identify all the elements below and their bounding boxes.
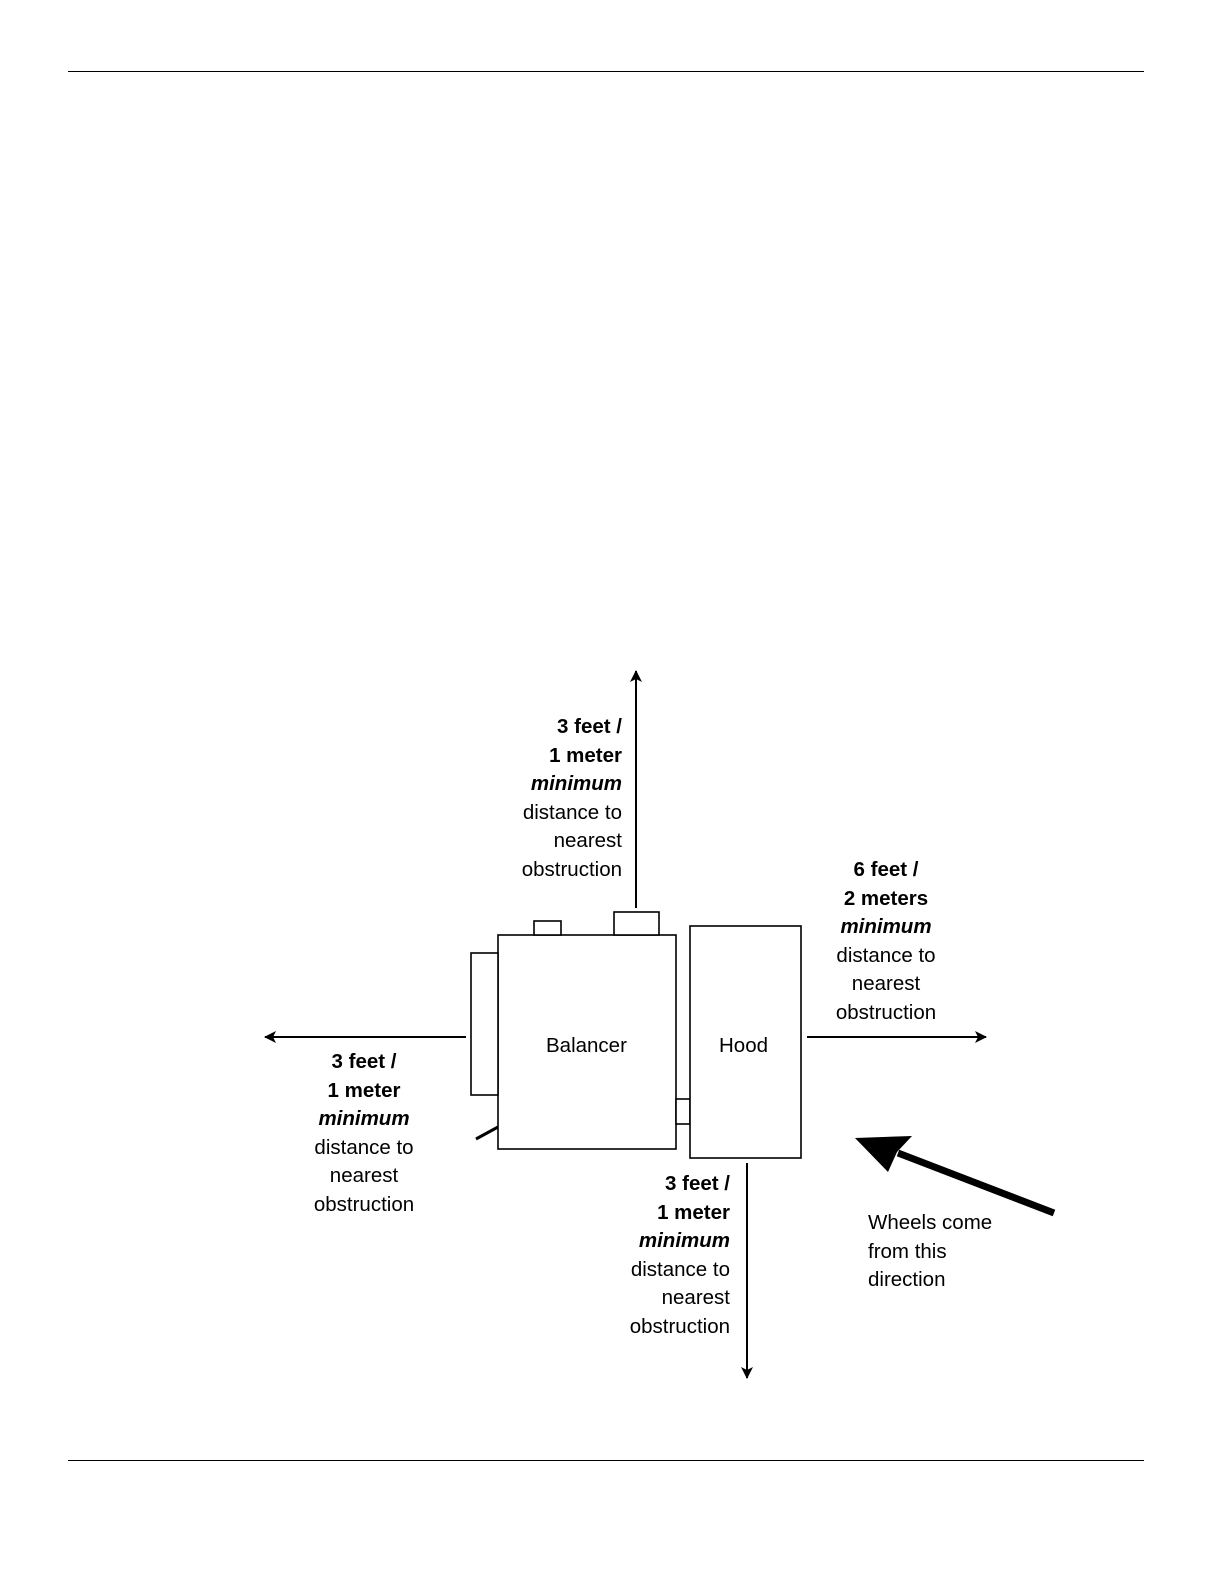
top-clearance-minimum: minimum bbox=[472, 770, 622, 799]
left-clearance-text-2: nearest bbox=[289, 1162, 439, 1191]
top-clearance-distance-imperial: 3 feet / bbox=[472, 713, 622, 742]
right-clearance-text-3: obstruction bbox=[811, 999, 961, 1028]
bottom-clearance-text-2: nearest bbox=[580, 1284, 730, 1313]
left-clearance-minimum: minimum bbox=[289, 1105, 439, 1134]
top-clearance-text-3: obstruction bbox=[472, 856, 622, 885]
balancer-side-panel bbox=[471, 953, 498, 1095]
right-clearance-distance-metric: 2 meters bbox=[811, 885, 961, 914]
left-clearance-label: 3 feet / 1 meter minimum distance to nea… bbox=[289, 1048, 439, 1220]
balancer-hood-connector bbox=[676, 1099, 690, 1124]
right-clearance-text-1: distance to bbox=[811, 942, 961, 971]
right-clearance-label: 6 feet / 2 meters minimum distance to ne… bbox=[811, 856, 961, 1028]
hood-label: Hood bbox=[719, 1034, 768, 1058]
right-clearance-minimum: minimum bbox=[811, 913, 961, 942]
right-clearance-distance-imperial: 6 feet / bbox=[811, 856, 961, 885]
bottom-clearance-minimum: minimum bbox=[580, 1227, 730, 1256]
balancer-top-large-tab bbox=[614, 912, 659, 935]
bottom-clearance-text-1: distance to bbox=[580, 1256, 730, 1285]
wheels-direction-arrow-shaft bbox=[898, 1153, 1054, 1213]
bottom-clearance-text-3: obstruction bbox=[580, 1313, 730, 1342]
top-clearance-label: 3 feet / 1 meter minimum distance to nea… bbox=[472, 713, 622, 885]
left-clearance-distance-imperial: 3 feet / bbox=[289, 1048, 439, 1077]
left-clearance-text-1: distance to bbox=[289, 1134, 439, 1163]
balancer-top-small-tab bbox=[534, 921, 561, 935]
top-clearance-distance-metric: 1 meter bbox=[472, 742, 622, 771]
wheels-direction-note: Wheels come from this direction bbox=[868, 1209, 992, 1295]
right-clearance-text-2: nearest bbox=[811, 970, 961, 999]
bottom-clearance-label: 3 feet / 1 meter minimum distance to nea… bbox=[580, 1170, 730, 1342]
balancer-arm bbox=[476, 1127, 498, 1139]
left-clearance-distance-metric: 1 meter bbox=[289, 1077, 439, 1106]
top-clearance-text-1: distance to bbox=[472, 799, 622, 828]
wheels-note-line-1: Wheels come bbox=[868, 1209, 992, 1238]
bottom-clearance-distance-metric: 1 meter bbox=[580, 1199, 730, 1228]
wheels-note-line-3: direction bbox=[868, 1266, 992, 1295]
top-clearance-text-2: nearest bbox=[472, 827, 622, 856]
wheels-note-line-2: from this bbox=[868, 1238, 992, 1267]
balancer-label: Balancer bbox=[546, 1034, 627, 1058]
left-clearance-text-3: obstruction bbox=[289, 1191, 439, 1220]
bottom-clearance-distance-imperial: 3 feet / bbox=[580, 1170, 730, 1199]
